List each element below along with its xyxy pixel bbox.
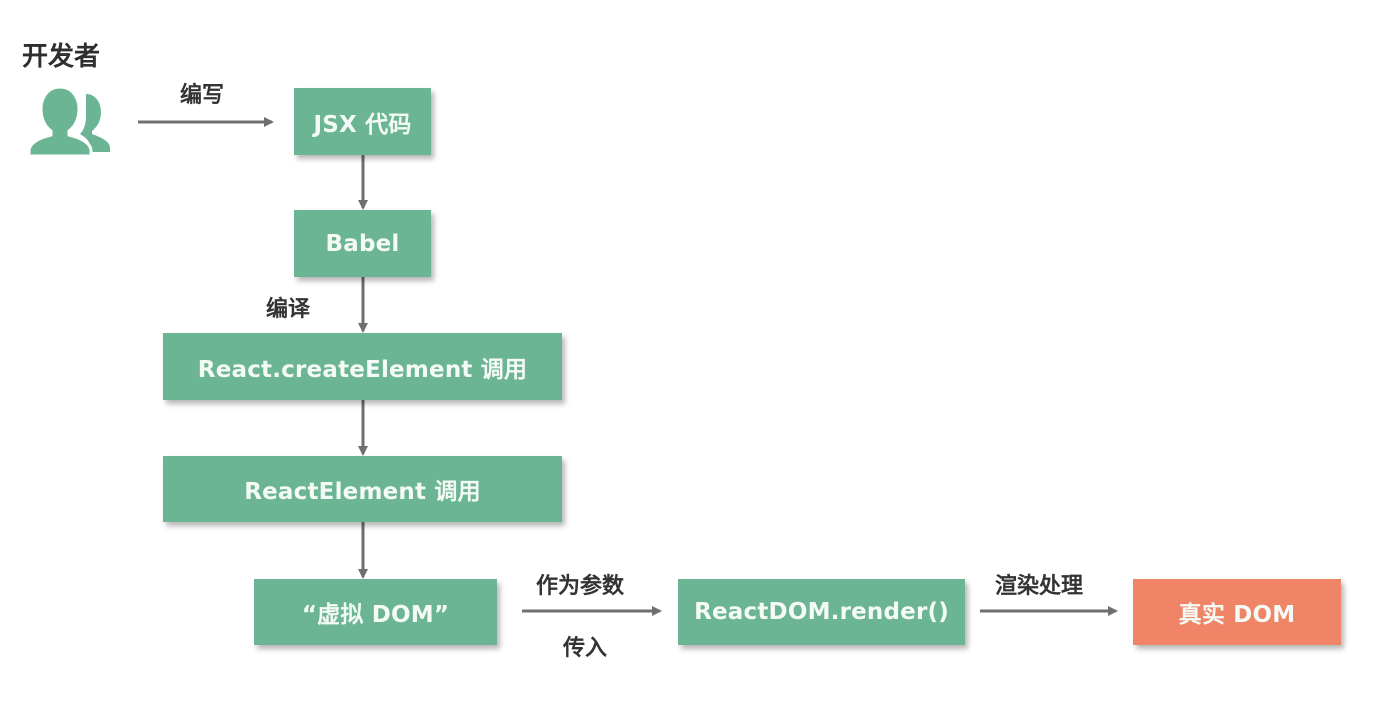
node-jsx-code: JSX 代码	[294, 88, 431, 155]
node-babel: Babel	[294, 210, 431, 277]
edge-label-render-process: 渲染处理	[995, 574, 1084, 599]
node-virtual-dom: “虚拟 DOM”	[254, 579, 497, 645]
actor-label: 开发者	[22, 42, 101, 72]
edge-label-compile: 编译	[266, 297, 311, 322]
node-create-element: React.createElement 调用	[163, 333, 562, 400]
edge-label-as-param: 作为参数	[536, 574, 625, 599]
edge-label-pass-in: 传入	[563, 636, 608, 661]
users-icon	[28, 86, 110, 158]
edge-label-write: 编写	[180, 83, 225, 108]
node-reactdom-render: ReactDOM.render()	[678, 579, 965, 645]
node-real-dom: 真实 DOM	[1133, 579, 1341, 645]
node-react-element: ReactElement 调用	[163, 456, 562, 522]
